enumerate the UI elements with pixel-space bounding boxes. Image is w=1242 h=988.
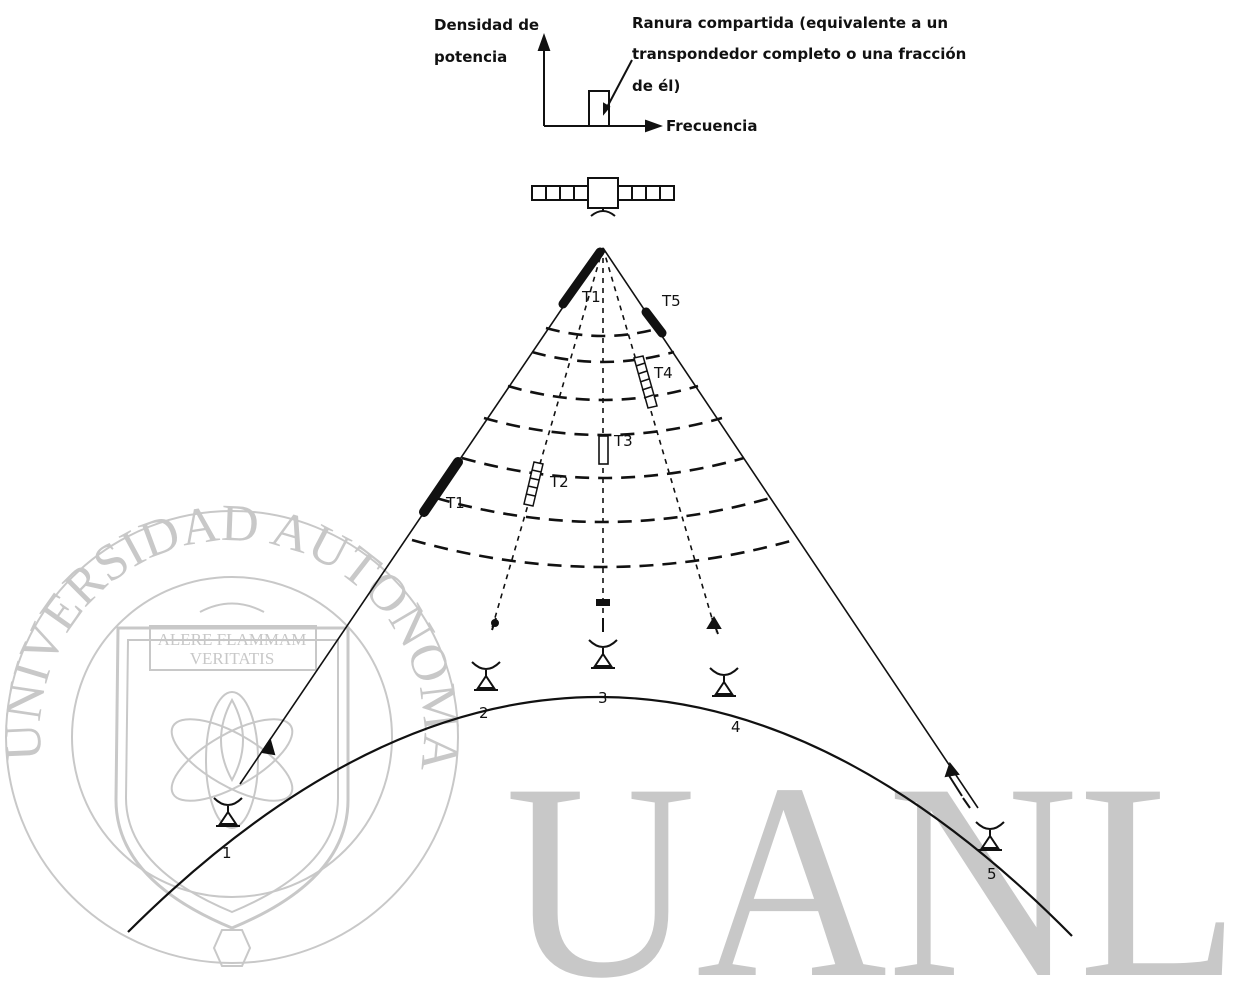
burst-t3	[598, 435, 609, 465]
frame-arc-1	[545, 326, 661, 338]
seal-motto-line2: VERITATIS	[190, 649, 275, 668]
station-label-3: 3	[598, 689, 608, 707]
earth-station-3-icon	[588, 639, 618, 669]
burst-t4	[633, 355, 658, 409]
callout-line2: transpondedor completo o una fracción	[632, 45, 966, 63]
burst-t5	[641, 307, 667, 338]
frame-arc-7	[411, 538, 795, 569]
burst-label-t2: T2	[549, 473, 569, 491]
burst-t1-bottom	[419, 457, 463, 517]
earth-station-5-icon	[975, 821, 1005, 851]
frame-arc-5	[461, 456, 745, 480]
frame-arc-4	[483, 416, 723, 437]
burst-label-t4: T4	[653, 364, 673, 382]
station-label-2: 2	[479, 704, 489, 722]
earth-surface-curve	[127, 696, 1073, 937]
uanl-watermark-text: UANL	[505, 725, 1240, 984]
burst-t2	[523, 461, 544, 507]
inset-y-label-line2: potencia	[434, 48, 507, 66]
burst-label-t1-top: T1	[581, 288, 601, 306]
callout-leader	[603, 59, 633, 114]
inset-y-arrowhead	[537, 33, 551, 51]
inset-x-arrowhead	[645, 119, 663, 133]
link-markers	[260, 599, 971, 809]
seal-motto-line1: ALERE FLAMMAM	[158, 630, 307, 649]
earth-station-2-icon	[471, 661, 501, 691]
spectrum-inset	[537, 33, 663, 133]
earth-station-4-icon	[709, 667, 739, 697]
station-label-1: 1	[222, 844, 232, 862]
frame-arc-2	[531, 350, 675, 364]
station-label-5: 5	[987, 865, 997, 883]
inset-x-label: Frecuencia	[666, 117, 757, 135]
time-frame-arcs	[411, 326, 795, 569]
inset-y-label-line1: Densidad de	[434, 16, 539, 34]
burst-t1-top	[558, 247, 605, 309]
link-station-4	[602, 247, 717, 633]
satellite-icon	[531, 177, 675, 217]
earth-station-1-icon	[213, 797, 243, 827]
burst-label-t5: T5	[661, 292, 681, 310]
callout-line1: Ranura compartida (equivalente a un	[632, 14, 948, 32]
station-label-4: 4	[731, 718, 741, 736]
burst-label-t1-bottom: T1	[445, 494, 465, 512]
callout-line3: de él)	[632, 77, 680, 95]
frame-arc-6	[435, 496, 771, 524]
frame-arc-3	[507, 384, 699, 402]
burst-label-t3: T3	[613, 432, 633, 450]
link-station-5	[602, 247, 979, 809]
